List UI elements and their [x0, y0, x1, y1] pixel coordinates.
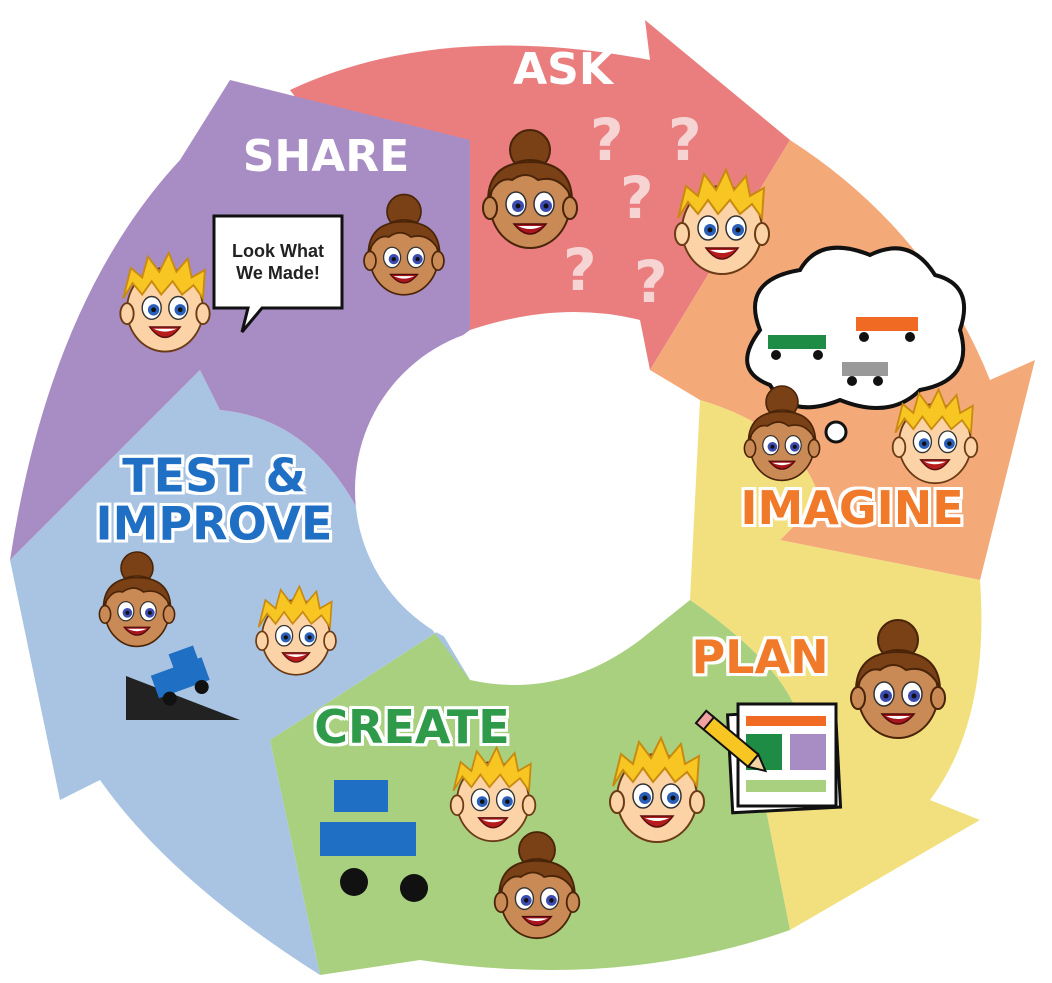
ramp-car-icon — [126, 645, 240, 720]
speech-bubble-text: Look What We Made! — [214, 216, 342, 308]
stage-label-ask: ASK — [513, 43, 613, 95]
green-cart-icon — [768, 335, 826, 349]
stage-label-create: CREATE — [314, 699, 510, 754]
gray-cart-icon — [842, 362, 888, 376]
speech-line-2: We Made! — [236, 263, 320, 283]
center-hole — [355, 325, 685, 655]
question-marks: ? ? ? ? ? — [563, 106, 702, 316]
pencil-icon — [694, 709, 768, 773]
question-mark-4: ? — [563, 236, 597, 304]
segment-share — [10, 80, 470, 560]
stage-label-imagine: IMAGINE — [740, 480, 964, 535]
speech-bubble — [212, 214, 344, 333]
stage-label-plan: PLAN — [691, 629, 829, 684]
question-mark-1: ? — [590, 106, 624, 174]
building-blocks-icon — [320, 780, 428, 902]
stage-label-test-improve: TEST & IMPROVE — [95, 448, 333, 551]
stage-label-share: SHARE — [242, 130, 410, 182]
speech-line-1: Look What — [232, 240, 324, 261]
orange-cart-icon — [856, 317, 918, 331]
question-mark-2: ? — [668, 106, 702, 174]
question-mark-5: ? — [634, 248, 668, 316]
question-mark-3: ? — [620, 164, 654, 232]
segment-test-improve — [10, 370, 470, 975]
plan-sheet-icon — [725, 702, 843, 815]
segment-plan — [690, 400, 982, 930]
